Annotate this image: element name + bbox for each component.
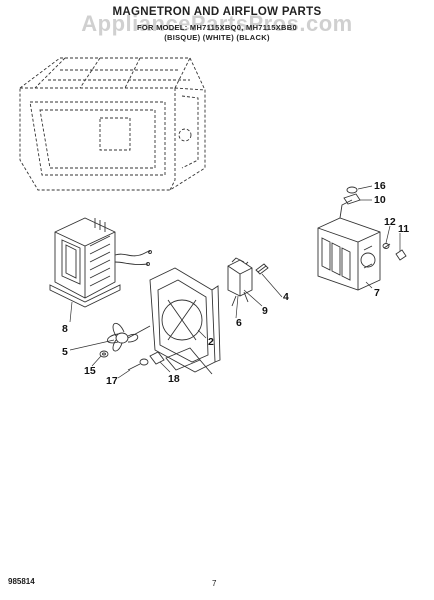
washer-15-drawing [99, 350, 109, 358]
bushing-18-drawing [149, 347, 213, 375]
callout-8: 8 [62, 323, 68, 335]
watermark: AppliancePartsPros.com [81, 11, 353, 36]
washer-12-drawing [382, 243, 390, 249]
callout-7: 7 [374, 287, 380, 299]
high-voltage-transformer-drawing [49, 217, 152, 308]
callout-6: 6 [236, 317, 242, 329]
fan-blade-drawing [107, 322, 151, 352]
callout-18: 18 [168, 373, 180, 385]
color-line: (BISQUE) (WHITE) (BLACK) [164, 33, 270, 42]
document-number: 985814 [8, 577, 35, 586]
oven-cavity-drawing [19, 57, 206, 191]
callout-2: 2 [208, 336, 214, 348]
callout-9: 9 [262, 305, 268, 317]
callout-15: 15 [84, 365, 96, 377]
callout-16: 16 [374, 180, 386, 192]
nut-11-drawing [395, 249, 407, 261]
screw-drawing [255, 263, 269, 275]
callout-5: 5 [62, 346, 68, 358]
callout-11: 11 [398, 223, 409, 235]
diagram-title: MAGNETRON AND AIRFLOW PARTS [112, 6, 322, 18]
callout-17: 17 [106, 375, 118, 387]
air-guide-drawing [149, 267, 221, 373]
thermal-cutout-drawing [343, 186, 361, 205]
screw-17-drawing [127, 358, 149, 371]
callout-labels: 16 10 12 11 7 4 9 6 2 8 5 15 17 18 [62, 180, 409, 387]
leader-lines [69, 185, 401, 379]
fan-motor-drawing [227, 257, 253, 307]
model-line: FOR MODEL: MH7115XBQ0, MH7115XBB0 [137, 23, 297, 32]
callout-12: 12 [384, 216, 396, 228]
callout-10: 10 [374, 194, 386, 206]
page-number: 7 [212, 579, 217, 588]
callout-4: 4 [283, 291, 289, 303]
magnetron-drawing [317, 199, 391, 291]
